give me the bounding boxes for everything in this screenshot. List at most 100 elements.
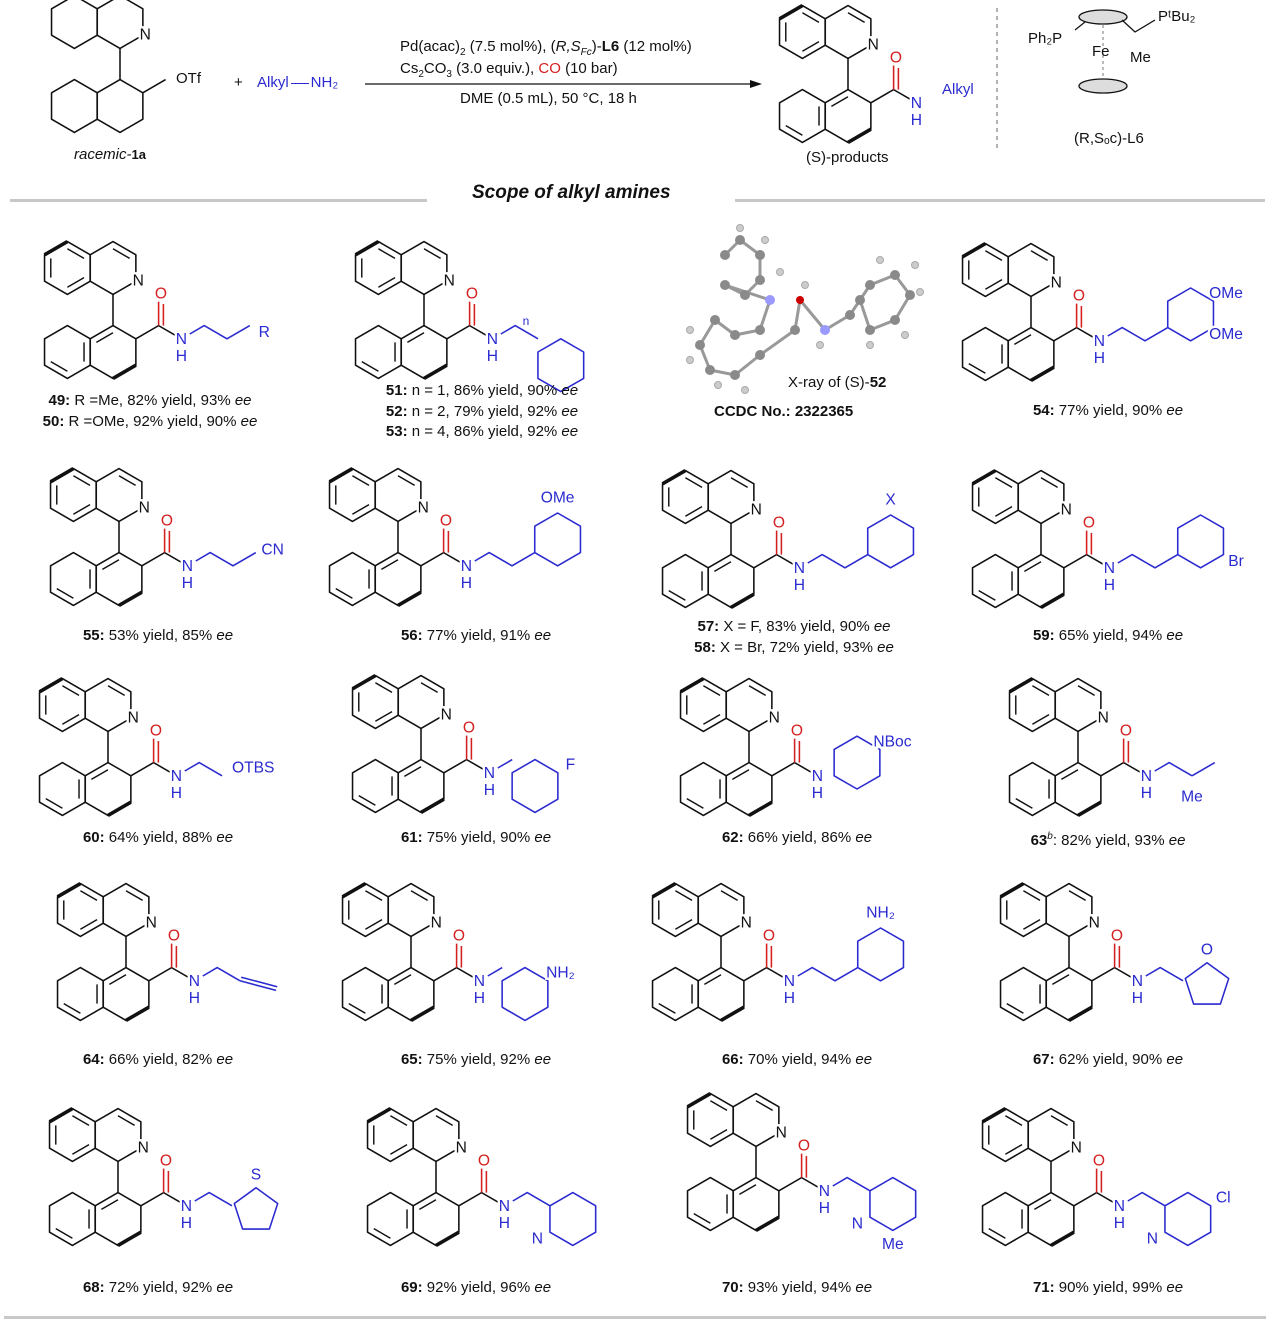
xray-atom — [695, 340, 705, 350]
xray-hydrogen — [901, 331, 909, 339]
amide-nitrogen: N — [182, 558, 193, 575]
compound-number: 59: — [1032, 627, 1055, 644]
bold-bond — [1040, 592, 1065, 609]
nitrogen-atom: N — [441, 706, 452, 723]
nitrogen-atom: N — [776, 1124, 787, 1141]
double-bond — [423, 248, 441, 260]
amide-bond — [1063, 553, 1110, 569]
double-bond — [419, 1199, 437, 1211]
oxygen-atom: O — [453, 928, 465, 945]
amide-hydrogen: H — [474, 990, 485, 1007]
yield-text: 70% yield, 94% — [743, 1051, 856, 1068]
alkyl-chain — [487, 966, 503, 977]
bold-bond — [1077, 800, 1102, 817]
double-bond — [1006, 1002, 1024, 1014]
product-alkyl: Alkyl — [942, 81, 974, 98]
amide-nitrogen: N — [812, 768, 823, 785]
oxygen-atom: O — [440, 513, 452, 530]
ligand-ph2p: Ph₂P — [1028, 30, 1063, 47]
oxygen-atom: O — [798, 1138, 810, 1155]
compound-number: 67: — [1032, 1051, 1055, 1068]
yield-text: 72% yield, 92% — [104, 1279, 217, 1296]
alkyl-chain — [189, 324, 251, 340]
yield-text: X = F, 83% yield, 90% — [719, 618, 874, 635]
double-bond — [685, 505, 703, 517]
double-bond — [420, 682, 438, 694]
amide-bond — [148, 966, 195, 982]
double-bond — [685, 477, 703, 489]
compound-caption: 66: 70% yield, 94% ee — [722, 1051, 872, 1068]
amide-nitrogen: N — [794, 560, 805, 577]
substituent-label: R — [259, 324, 270, 341]
double-bond — [378, 248, 396, 260]
compound-caption: 63b: 82% yield, 93% ee — [1031, 831, 1186, 849]
double-bond — [1061, 769, 1079, 781]
amide-hydrogen: H — [794, 577, 805, 594]
amide-bond — [1053, 326, 1100, 342]
xray-bond — [758, 299, 772, 331]
xray-hydrogen — [776, 268, 784, 276]
compound-caption: 56: 77% yield, 91% ee — [401, 627, 551, 644]
double-bond — [348, 1002, 366, 1014]
xray-atom — [730, 330, 740, 340]
substituent-label: N — [852, 1216, 863, 1233]
substituent-label: OMe — [1209, 326, 1243, 343]
substituent-ring — [537, 338, 585, 393]
double-bond — [831, 96, 849, 108]
double-bond — [101, 1199, 119, 1211]
oxygen-atom: O — [155, 286, 167, 303]
compound-caption: 50: R =OMe, 92% yield, 90% ee — [43, 413, 258, 430]
bold-bond — [43, 240, 69, 257]
compound-number: 57: — [697, 618, 720, 635]
yield-text: 90% yield, 99% — [1054, 1279, 1167, 1296]
compound-number: 56: — [400, 627, 423, 644]
amide-nitrogen: N — [1141, 768, 1152, 785]
substituent-ring — [549, 1191, 597, 1247]
alkyl-chain — [195, 551, 257, 567]
compound-number: 63 — [1030, 832, 1048, 849]
double-bond — [1015, 797, 1033, 809]
double-bond — [1032, 685, 1050, 697]
substituent-label: F — [566, 757, 576, 774]
double-bond — [710, 1100, 728, 1112]
xray-atom — [730, 370, 740, 380]
double-bond — [988, 1227, 1006, 1239]
oxygen-atom: O — [160, 1153, 172, 1170]
amide-bond — [1073, 1191, 1120, 1207]
double-bond — [80, 918, 98, 930]
compound-number: 50: — [42, 412, 65, 430]
double-bond — [404, 766, 422, 778]
yield-text: 92% yield, 96% — [422, 1279, 535, 1296]
bold-bond — [341, 882, 367, 899]
amide-nitrogen: N — [176, 331, 187, 348]
yield-text: n = 4, 86% yield, 92% — [407, 423, 562, 440]
xray-hydrogen — [714, 381, 722, 389]
amide-bond — [771, 761, 818, 777]
double-bond — [802, 12, 820, 24]
compound-caption: 68: 72% yield, 92% ee — [83, 1279, 233, 1296]
double-bond — [73, 503, 91, 515]
alkyl-chain — [797, 966, 859, 982]
oxygen-atom: O — [773, 515, 785, 532]
bold-bond — [679, 677, 705, 694]
double-bond — [365, 890, 383, 902]
double-bond — [365, 918, 383, 930]
double-bond — [985, 250, 1003, 262]
ee-label: ee — [561, 423, 579, 440]
nitrogen-atom: N — [1051, 274, 1062, 291]
compound-number: 54: — [1032, 402, 1055, 419]
substituent-label: N — [1147, 1231, 1158, 1248]
double-bond — [67, 276, 85, 288]
substituent-ring — [869, 1176, 917, 1232]
xray-bond — [858, 299, 872, 331]
compound-caption: 51: n = 1, 86% yield, 90% ee — [386, 382, 578, 399]
nitrogen-atom: N — [769, 709, 780, 726]
double-bond — [381, 559, 399, 571]
yield-text: 77% yield, 91% — [422, 627, 535, 644]
xray-atom — [890, 315, 900, 325]
compound-caption: 71: 90% yield, 99% ee — [1033, 1279, 1183, 1296]
substituent-label: N — [532, 1231, 543, 1248]
